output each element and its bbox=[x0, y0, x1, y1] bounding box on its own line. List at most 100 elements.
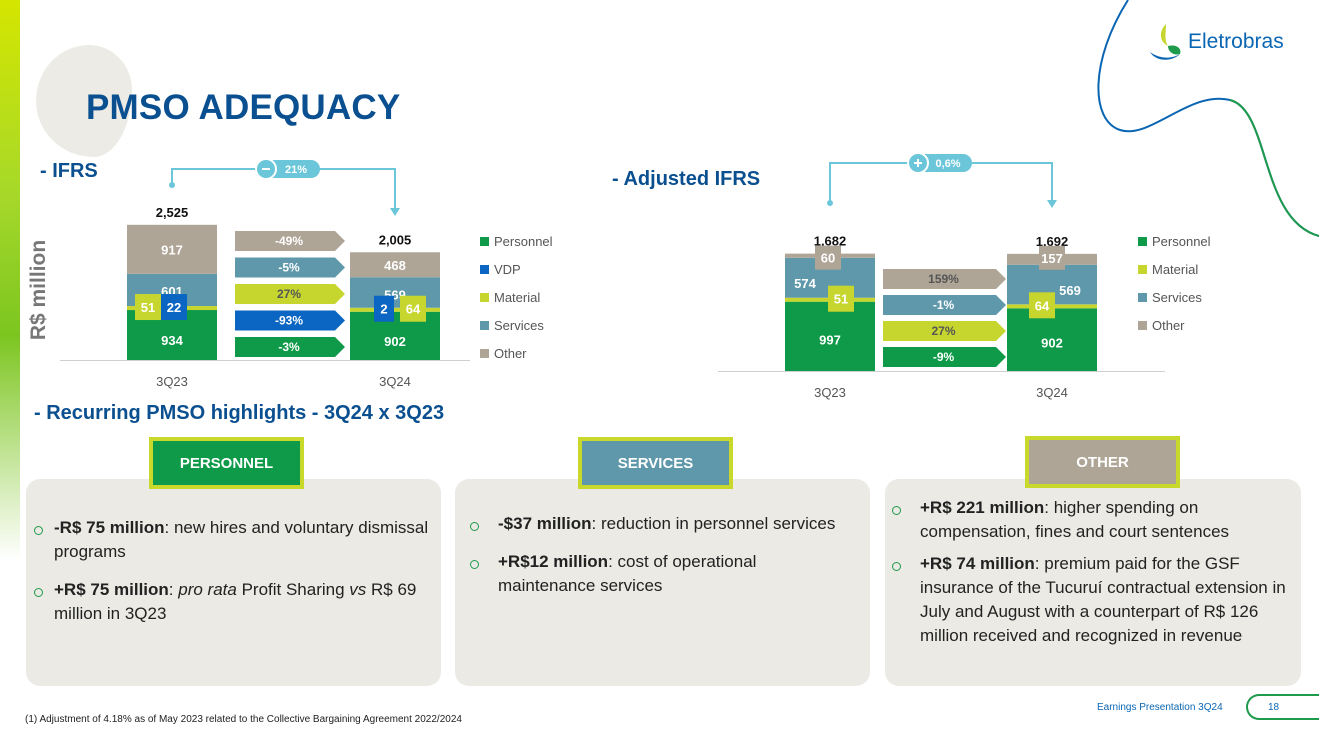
list-item: -$37 million: reduction in personnel ser… bbox=[468, 512, 848, 536]
legend-swatch bbox=[480, 320, 489, 330]
legend-item-personnel: Personnel bbox=[480, 227, 553, 255]
value-label-personnel: 902 bbox=[384, 334, 406, 349]
badge-material-3Q23 bbox=[135, 294, 161, 321]
connector-arrowhead bbox=[1047, 200, 1057, 208]
category-label-3Q23: 3Q23 bbox=[814, 385, 846, 400]
total-change-label: 0,6% bbox=[935, 158, 960, 170]
change-label-other: -49% bbox=[275, 234, 303, 248]
legend-label: Material bbox=[1152, 261, 1199, 277]
badge-other-3Q23 bbox=[815, 245, 841, 270]
value-label-services: 574 bbox=[794, 276, 816, 291]
connector-start-dot bbox=[169, 182, 175, 188]
value-label-services: 569 bbox=[1059, 283, 1081, 298]
value-label-other: 468 bbox=[384, 258, 406, 273]
badge-material-3Q23 bbox=[828, 285, 854, 312]
legend-swatch bbox=[1138, 264, 1147, 274]
value-label-other: 157 bbox=[1041, 251, 1063, 266]
value-label-other: 917 bbox=[161, 242, 183, 257]
value-label-vdp: 2 bbox=[380, 302, 387, 317]
legend-swatch bbox=[1138, 292, 1147, 302]
highlights-title: - Recurring PMSO highlights - 3Q24 x 3Q2… bbox=[34, 402, 445, 424]
bar-segment-other-3Q23 bbox=[127, 224, 217, 274]
value-label-other: 60 bbox=[821, 251, 835, 266]
legend-label: Services bbox=[1152, 289, 1202, 305]
change-label-other: 159% bbox=[928, 272, 959, 286]
legend-item-material: Material bbox=[1138, 255, 1211, 283]
change-arrow-services bbox=[235, 257, 345, 278]
legend-label: Personnel bbox=[1152, 233, 1211, 249]
legend-label: VDP bbox=[494, 261, 521, 277]
bar-segment-other-3Q24 bbox=[350, 252, 440, 278]
services-card bbox=[455, 479, 870, 686]
change-arrow-material bbox=[883, 321, 1006, 341]
bar-segment-material-3Q24 bbox=[350, 307, 440, 312]
change-label-vdp: -93% bbox=[275, 314, 303, 328]
badge-vdp-3Q24 bbox=[374, 295, 394, 322]
value-label-personnel: 902 bbox=[1041, 336, 1063, 351]
category-label-3Q24: 3Q24 bbox=[1036, 385, 1068, 400]
legend-swatch bbox=[480, 236, 489, 246]
legend-swatch bbox=[480, 264, 489, 274]
legend-item-vdp: VDP bbox=[480, 255, 553, 283]
other-card bbox=[885, 479, 1301, 686]
list-item: -R$ 75 million: new hires and voluntary … bbox=[32, 516, 432, 564]
value-label-personnel: 997 bbox=[819, 332, 841, 347]
change-label-material: 27% bbox=[931, 324, 955, 338]
list-item: +R$ 75 million: pro rata Profit Sharing … bbox=[32, 578, 432, 626]
brand-logo: Eletrobras bbox=[1148, 22, 1284, 62]
adjusted-ifrs-section-title: - Adjusted IFRS bbox=[612, 168, 761, 190]
bar-segment-personnel-3Q23 bbox=[785, 301, 875, 371]
change-arrow-vdp bbox=[235, 310, 345, 331]
services-card-header: SERVICES bbox=[578, 437, 733, 489]
total-label-3Q24: 2,005 bbox=[379, 232, 412, 247]
change-arrow-material bbox=[235, 284, 345, 304]
legend-label: Personnel bbox=[494, 233, 553, 249]
decorative-curve bbox=[1097, 0, 1319, 237]
value-label-personnel: 934 bbox=[161, 333, 183, 348]
legend-label: Other bbox=[494, 345, 527, 361]
total-label-3Q24: 1,692 bbox=[1036, 234, 1069, 249]
footer-label: Earnings Presentation 3Q24 bbox=[1097, 702, 1223, 713]
badge-material-3Q24 bbox=[1029, 292, 1055, 319]
other-bullets: +R$ 221 million: higher spending on comp… bbox=[890, 496, 1290, 656]
badge-material-3Q24 bbox=[400, 295, 426, 322]
change-label-services: -1% bbox=[933, 298, 955, 312]
legend-label: Services bbox=[494, 317, 544, 333]
legend-swatch bbox=[1138, 320, 1147, 330]
category-label-3Q24: 3Q24 bbox=[379, 374, 411, 389]
change-arrow-services bbox=[883, 295, 1006, 315]
legend-swatch bbox=[480, 348, 489, 358]
list-item: +R$ 74 million: premium paid for the GSF… bbox=[890, 552, 1290, 648]
change-arrow-other bbox=[883, 269, 1006, 289]
legend-item-other: Other bbox=[480, 339, 553, 367]
footnote: (1) Adjustment of 4.18% as of May 2023 r… bbox=[25, 714, 462, 725]
total-change-label: 21% bbox=[285, 164, 307, 176]
value-label-material: 51 bbox=[141, 300, 155, 315]
connector-start-dot bbox=[827, 200, 833, 206]
legend-swatch bbox=[480, 292, 489, 302]
change-arrow-personnel bbox=[235, 337, 345, 357]
change-label-personnel: -9% bbox=[933, 350, 955, 364]
total-label-3Q23: 2,525 bbox=[156, 205, 189, 220]
legend-item-material: Material bbox=[480, 283, 553, 311]
bar-segment-personnel-3Q24 bbox=[1007, 308, 1097, 371]
change-label-personnel: -3% bbox=[278, 340, 300, 354]
ifrs-section-title: - IFRS bbox=[40, 160, 98, 182]
eletrobras-flame-icon bbox=[1150, 24, 1181, 60]
personnel-bullets: -R$ 75 million: new hires and voluntary … bbox=[32, 516, 432, 640]
page-number: 18 bbox=[1246, 694, 1319, 720]
value-label-material: 64 bbox=[1035, 298, 1050, 313]
badge-other-3Q24 bbox=[1039, 245, 1065, 270]
legend-label: Material bbox=[494, 289, 541, 305]
change-label-services: -5% bbox=[278, 261, 300, 275]
legend-item-other: Other bbox=[1138, 311, 1211, 339]
legend-swatch bbox=[1138, 236, 1147, 246]
brand-name: Eletrobras bbox=[1188, 30, 1284, 53]
side-accent-bar bbox=[0, 0, 20, 560]
legend-item-personnel: Personnel bbox=[1138, 227, 1211, 255]
list-item: +R$ 221 million: higher spending on comp… bbox=[890, 496, 1290, 544]
value-label-vdp: 22 bbox=[167, 300, 181, 315]
